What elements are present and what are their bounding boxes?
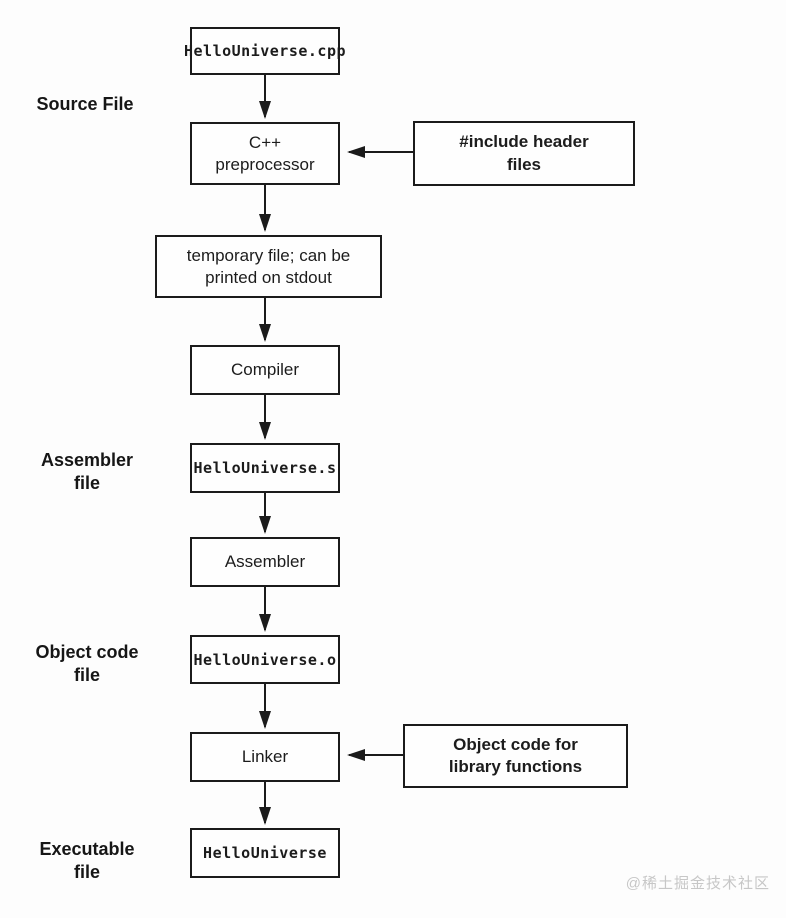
node-temp-file-label: temporary file; can be printed on stdout — [186, 246, 351, 287]
node-compiler: Compiler — [190, 345, 340, 395]
node-include-headers: #include header files — [413, 121, 635, 186]
node-source-file: HelloUniverse.cpp — [184, 27, 346, 75]
node-library-object-code: Object code for library functions — [403, 724, 628, 788]
node-linker-label: Linker — [241, 747, 289, 767]
stage-label-object-code-file-text: Object code file — [35, 642, 139, 686]
stage-label-source-file: Source File — [15, 93, 155, 116]
node-assembler-file-label: HelloUniverse.s — [193, 459, 337, 477]
node-assembler-file: HelloUniverse.s — [190, 443, 340, 493]
node-assembler-label: Assembler — [224, 552, 306, 572]
node-compiler-label: Compiler — [230, 360, 300, 380]
node-executable: HelloUniverse — [190, 828, 340, 878]
stage-label-object-code-file: Object code file — [22, 641, 152, 688]
node-object-file: HelloUniverse.o — [190, 635, 340, 684]
node-preprocessor: C++ preprocessor — [190, 122, 340, 185]
node-temp-file: temporary file; can be printed on stdout — [155, 235, 382, 298]
stage-label-assembler-file-text: Assembler file — [40, 450, 134, 494]
node-include-headers-label: #include header files — [459, 132, 589, 174]
node-executable-label: HelloUniverse — [203, 844, 327, 862]
stage-label-executable-file-text: Executable file — [39, 839, 135, 883]
node-preprocessor-label: C++ preprocessor — [215, 133, 315, 174]
watermark: @稀土掘金技术社区 — [625, 875, 770, 892]
stage-label-executable-file: Executable file — [27, 838, 147, 885]
stage-label-assembler-file: Assembler file — [27, 449, 147, 496]
node-source-file-label: HelloUniverse.cpp — [183, 42, 347, 60]
node-assembler: Assembler — [190, 537, 340, 587]
node-library-object-code-label: Object code for library functions — [448, 734, 583, 776]
stage-label-source-file-text: Source File — [36, 94, 134, 114]
node-linker: Linker — [190, 732, 340, 782]
node-object-file-label: HelloUniverse.o — [193, 650, 337, 669]
